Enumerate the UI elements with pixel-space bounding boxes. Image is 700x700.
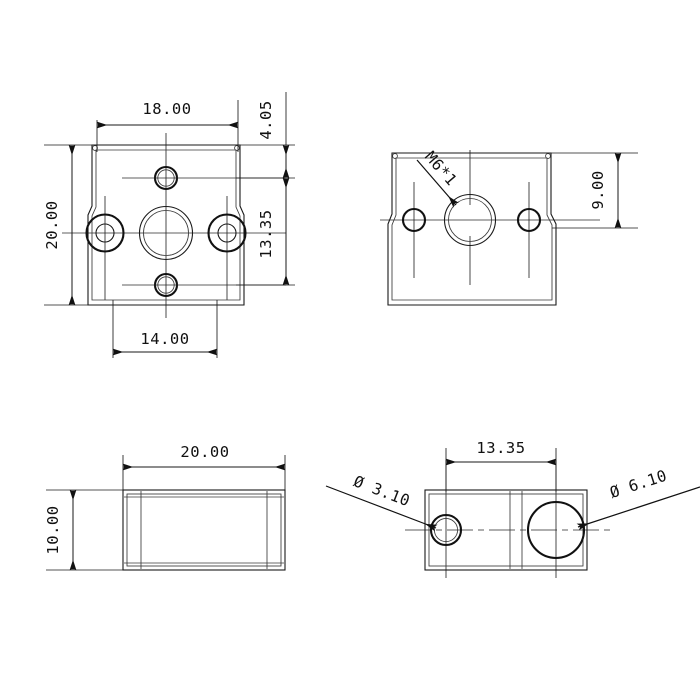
callout-rear-thread: M6*1 <box>416 148 460 208</box>
dim-rear-height: 9.00 <box>548 152 638 229</box>
rear-left-hole <box>401 207 427 233</box>
dim-front-offset-main: 13.35 <box>236 177 295 286</box>
front-left-counterbore <box>85 213 125 253</box>
dim-front-height: 20.00 <box>43 144 96 306</box>
rear-centrelines <box>380 150 600 285</box>
side-outline <box>122 489 286 571</box>
front-center-bore-inner <box>143 210 189 256</box>
rear-thread-inner <box>448 198 492 242</box>
dim-side-width: 20.00 <box>122 443 286 492</box>
rear-thread-outer <box>443 193 497 247</box>
dim-side-width-text: 20.00 <box>180 443 229 461</box>
front-outline <box>87 144 245 306</box>
callout-bottom-small-hole: Ø 3.10 <box>325 472 438 532</box>
dim-bottom-spacing: 13.35 <box>445 439 557 492</box>
view-front: 18.00 20.00 4.05 13.35 14.00 <box>43 92 295 358</box>
dim-front-width-bottom-text: 14.00 <box>140 330 189 348</box>
rear-right-hole <box>516 207 542 233</box>
front-corner-mark-right <box>234 145 240 151</box>
view-bottom: 13.35 Ø 3.10 Ø 6.10 <box>325 439 700 578</box>
rear-corner-mark-left <box>392 153 398 159</box>
callout-bottom-small-hole-text: Ø 3.10 <box>351 472 413 510</box>
front-right-hole <box>217 223 237 243</box>
rear-corner-mark-right <box>545 153 551 159</box>
dim-front-offset-top: 4.05 <box>236 92 295 179</box>
rear-outline-inner <box>391 157 553 301</box>
front-centrelines <box>62 133 286 318</box>
dim-front-width-top-text: 18.00 <box>142 100 191 118</box>
dim-side-height-text: 10.00 <box>44 505 62 554</box>
view-rear: M6*1 9.00 <box>380 148 638 306</box>
dim-front-width-bottom: 14.00 <box>112 300 218 358</box>
rear-outline <box>387 152 557 306</box>
dim-front-offset-main-text: 13.35 <box>257 209 275 258</box>
dim-side-height: 10.00 <box>44 489 126 571</box>
front-outline-inner <box>91 149 241 301</box>
callout-bottom-large-hole-text: Ø 6.10 <box>608 467 670 502</box>
dim-front-width-top: 18.00 <box>96 100 239 152</box>
callout-rear-thread-text: M6*1 <box>421 148 460 189</box>
side-outline-inner <box>126 493 282 567</box>
dim-front-height-text: 20.00 <box>43 200 61 249</box>
front-left-hole <box>95 223 115 243</box>
front-right-counterbore <box>207 213 247 253</box>
callout-bottom-large-hole: Ø 6.10 <box>576 467 700 531</box>
front-center-bore-outer <box>138 205 194 261</box>
dim-rear-height-text: 9.00 <box>589 170 607 209</box>
dim-front-offset-top-text: 4.05 <box>257 100 275 139</box>
view-side: 20.00 10.00 <box>44 443 286 571</box>
dim-bottom-spacing-text: 13.35 <box>476 439 525 457</box>
